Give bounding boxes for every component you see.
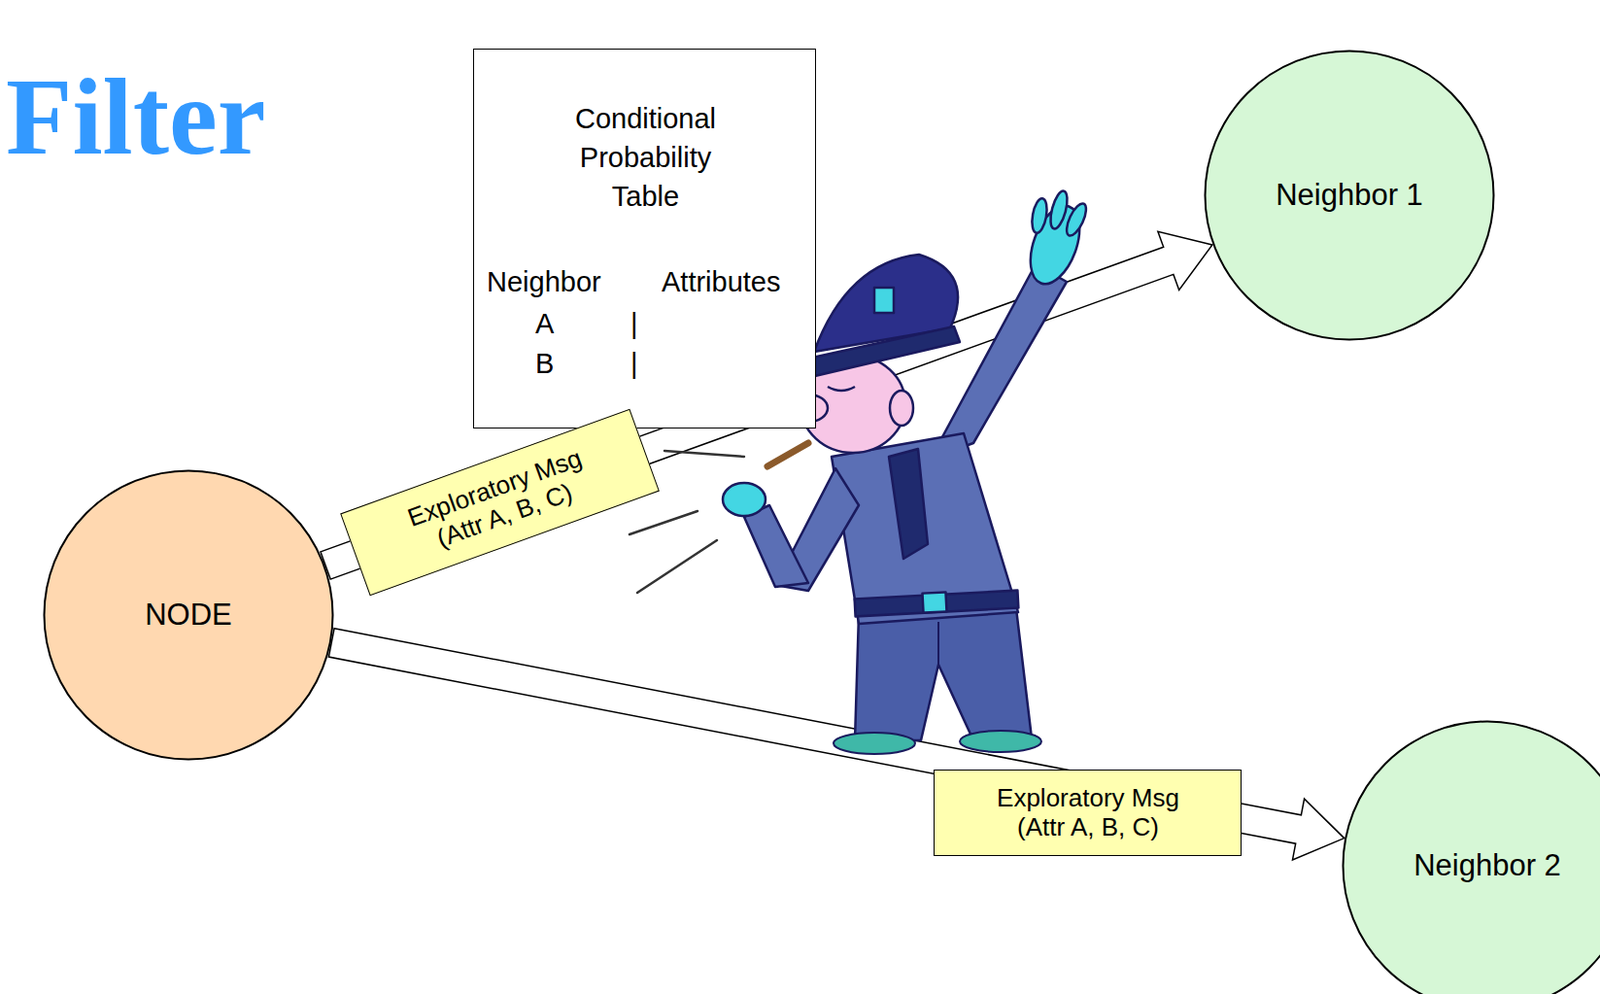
table-cell: Neighbor [486,264,602,300]
trousers [854,608,1032,741]
table-box: Conditional Probability TableNeighbor Att… [473,48,817,429]
node-circle: NODE [42,469,335,761]
table-cell: Attributes [661,264,782,300]
finger [1062,201,1090,239]
hat-brim [794,326,960,379]
circle-shape [44,471,334,760]
jacket [831,433,1019,624]
belt [854,590,1020,617]
closed-eye [827,386,855,391]
sound-line [637,540,717,593]
whistle-hand [722,482,766,516]
node-label: Neighbor 2 [1413,847,1562,884]
belt-buckle [921,591,947,613]
table-heading: Conditional Probability Table [548,99,744,216]
table-cell: A [535,306,554,341]
node-label: NODE [144,596,233,633]
edge-label: Exploratory Msg (Attr A, B, C) [933,769,1242,857]
circle-shape [1343,721,1600,994]
tie [888,448,928,559]
table-cell: | [630,345,639,381]
sound-line [629,510,698,535]
shoe [833,732,916,754]
ear [889,390,914,426]
finger [1029,197,1050,235]
table-cell: B [535,345,554,381]
whistle [767,442,809,467]
block-arrow [328,628,1344,860]
neighbor-circle: Neighbor 2 [1341,719,1600,994]
sound-line [664,450,745,457]
table-cell: | [630,306,639,341]
forearm [744,505,809,587]
neighbor-circle: Neighbor 1 [1203,49,1496,341]
edge-label: Exploratory Msg (Attr A, B, C) [340,408,661,596]
shoe [959,730,1042,752]
hat-badge [874,287,894,313]
diagram-title: Filter [5,62,266,171]
circle-shape [1205,51,1495,341]
node-label: Neighbor 1 [1275,176,1424,213]
trouser-seam [937,621,940,665]
